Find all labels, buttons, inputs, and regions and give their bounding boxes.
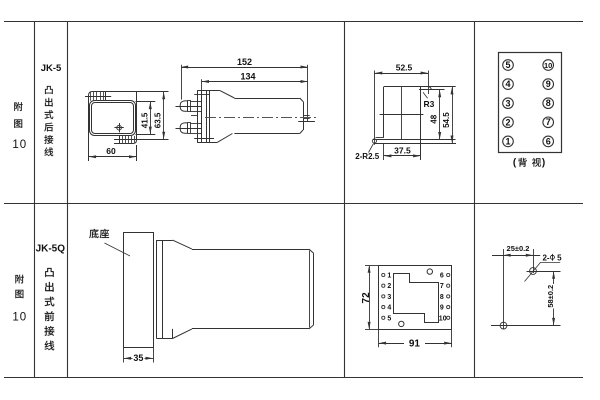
svg-text:): ) [542,158,545,169]
svg-text:9: 9 [546,79,551,89]
svg-text:58±0.2: 58±0.2 [546,285,555,308]
svg-text:2-R2.5: 2-R2.5 [355,152,380,161]
svg-text:8: 8 [440,294,444,301]
svg-text:41.5: 41.5 [140,112,149,128]
svg-text:10: 10 [439,315,447,322]
svg-text:2: 2 [505,117,510,127]
svg-text:10: 10 [544,61,552,70]
svg-text:6: 6 [440,273,444,280]
svg-text:JK-5: JK-5 [41,63,62,74]
svg-text:37.5: 37.5 [394,145,411,155]
svg-text:25±0.2: 25±0.2 [507,244,530,253]
svg-text:10: 10 [12,139,27,151]
svg-text:4: 4 [505,79,510,89]
svg-text:3: 3 [505,98,510,108]
svg-text:5: 5 [505,60,510,70]
svg-text:52.5: 52.5 [396,63,413,73]
svg-text:7: 7 [546,117,551,127]
svg-text:91: 91 [409,338,421,349]
svg-text:60: 60 [106,146,116,156]
svg-text:2: 2 [387,283,391,290]
svg-text:5: 5 [387,315,391,322]
svg-text:R3: R3 [423,99,434,109]
svg-text:63.5: 63.5 [153,112,162,128]
svg-text:9: 9 [440,305,444,312]
svg-text:5: 5 [557,253,562,262]
svg-text:4: 4 [387,305,391,312]
svg-text:72: 72 [361,292,372,304]
svg-text:7: 7 [440,283,444,290]
svg-text:6: 6 [546,136,551,146]
svg-text:JK-5Q: JK-5Q [36,244,66,255]
svg-text:8: 8 [546,98,551,108]
svg-text:10: 10 [12,312,27,324]
svg-text:134: 134 [240,71,255,81]
svg-text:54.5: 54.5 [442,112,451,128]
svg-text:35: 35 [133,353,143,363]
svg-text:2-: 2- [542,253,549,262]
svg-text:(: ( [513,158,517,169]
svg-text:152: 152 [237,57,252,67]
svg-text:1: 1 [505,137,510,147]
svg-text:1: 1 [387,273,391,280]
svg-text:3: 3 [387,294,391,301]
svg-text:48: 48 [430,114,439,123]
